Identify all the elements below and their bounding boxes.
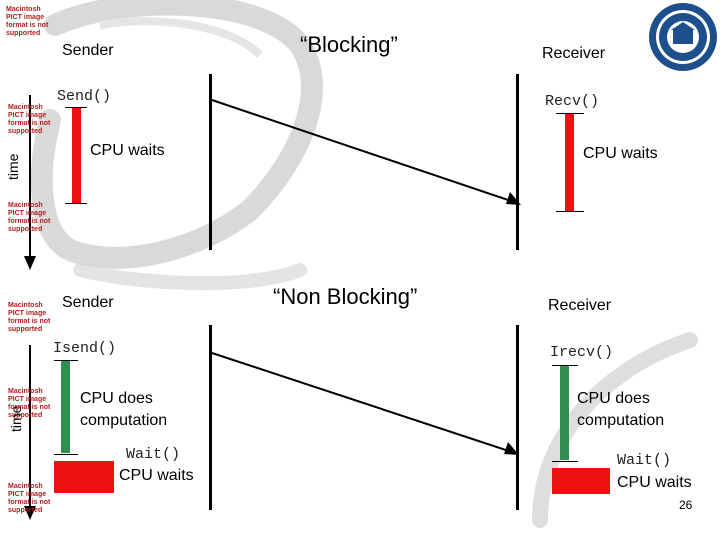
receiver-compute-bar (560, 366, 569, 460)
page-number: 26 (679, 498, 693, 512)
sender-wait-bar (72, 108, 81, 203)
pict-placeholder-2: Macintosh PICT image format is not suppo… (8, 104, 51, 135)
receiver-wait-call-label: Wait() (617, 452, 672, 469)
blocking-receiver-label: Receiver (542, 45, 606, 62)
pict-placeholder-6: Macintosh PICT image format is not suppo… (8, 483, 51, 514)
blocking-receiver-lifeline (516, 74, 519, 250)
recv-end-tick (556, 211, 584, 212)
pict-placeholder-5: Macintosh PICT image format is not suppo… (8, 388, 51, 419)
pict-placeholder-4: Macintosh PICT image format is not suppo… (8, 302, 51, 333)
blocking-sender-lifeline (209, 74, 212, 250)
isend-start-tick (54, 360, 78, 361)
pict-placeholder-1: Macintosh PICT image format is not suppo… (6, 6, 49, 37)
send-start-tick (65, 107, 87, 108)
blocking-sender-label: Sender (62, 42, 114, 59)
nonblocking-sender-compute: CPU does computation (80, 390, 168, 429)
blocking-title: “Blocking” (300, 32, 398, 57)
send-call-label: Send() (57, 88, 112, 105)
nonblocking-receiver-label: Receiver (548, 297, 612, 314)
receiver-wait-state: CPU waits (617, 474, 692, 491)
nonblocking-receiver-compute: CPU does computation (577, 390, 665, 429)
blocking-time-axis-label: time (5, 153, 21, 180)
nonblocking-message-arrowhead (504, 442, 519, 455)
receiver-wait-bar (565, 114, 574, 211)
isend-call-label: Isend() (53, 340, 117, 357)
recv-call-label: Recv() (545, 93, 600, 110)
nonblocking-title: “Non Blocking” (273, 284, 418, 309)
nonblocking-receiver-lifeline (516, 325, 519, 510)
nonblocking-sender-lifeline (209, 325, 212, 510)
send-end-tick (65, 203, 87, 204)
sender-wait-block (54, 461, 114, 493)
irecv-end-tick (552, 461, 578, 462)
nonblocking-sender-label: Sender (62, 294, 114, 311)
sender-compute-bar (61, 361, 70, 453)
sender-wait-call-label: Wait() (126, 446, 181, 463)
nonblocking-time-axis-label: time (8, 405, 24, 432)
blocking-sender-state: CPU waits (90, 142, 165, 159)
blocking-receiver-state: CPU waits (583, 145, 658, 162)
irecv-call-label: Irecv() (550, 344, 614, 361)
sender-wait-state: CPU waits (119, 467, 194, 484)
pict-placeholder-3: Macintosh PICT image format is not suppo… (8, 202, 51, 233)
receiver-wait-block (552, 468, 610, 494)
isend-end-tick (54, 454, 78, 455)
recv-start-tick (556, 113, 584, 114)
irecv-start-tick (552, 365, 578, 366)
